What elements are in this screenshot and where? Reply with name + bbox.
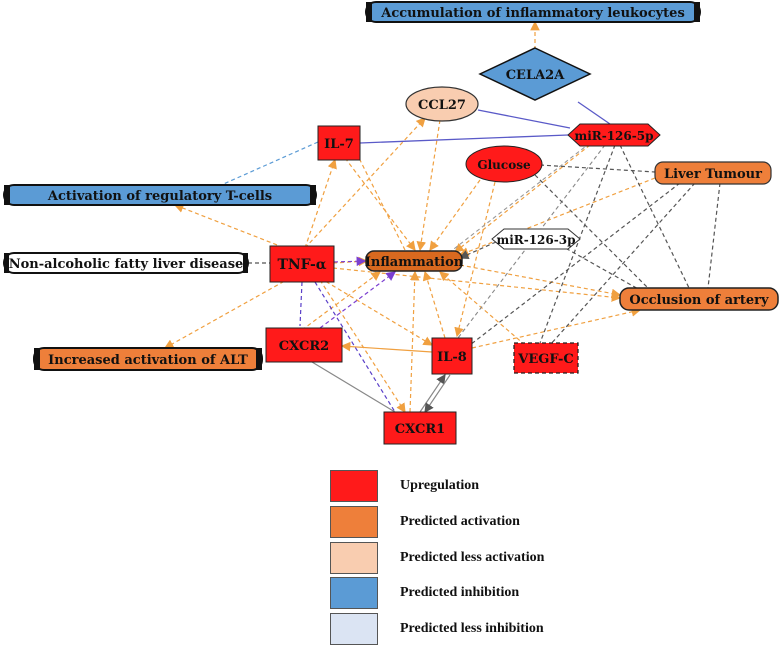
- node-label: Non-alcoholic fatty liver disease: [9, 257, 244, 272]
- edge-inflammation-occlusion: [459, 264, 622, 299]
- node-label: miR-126-5p: [575, 129, 654, 143]
- legend-label: Upregulation: [400, 478, 480, 493]
- node-label: Activation of regulatory T-cells: [47, 189, 272, 204]
- legend-swatch: [330, 613, 378, 645]
- node-inflammation[interactable]: Inflammation: [365, 250, 464, 272]
- edge-glucose-il8: [454, 181, 496, 338]
- node-vegf-c[interactable]: VEGF-C: [513, 342, 579, 374]
- node-label: CXCR2: [279, 339, 329, 354]
- edge-tnf-il7: [304, 158, 337, 249]
- node-label: Occlusion of artery: [629, 293, 769, 308]
- node-il7[interactable]: IL-7: [317, 125, 361, 161]
- edge-ccl27-inflammation: [416, 119, 441, 252]
- node-il8[interactable]: IL-8: [431, 337, 473, 375]
- node-label: IL-8: [437, 350, 467, 365]
- legend-label: Predicted less activation: [400, 550, 545, 565]
- edge-glucose-occlusion: [534, 174, 651, 291]
- edge-vegfc-inflammation: [439, 271, 526, 346]
- node-cela2a[interactable]: CELA2A: [478, 47, 592, 101]
- legend-label: Predicted inhibition: [400, 585, 520, 600]
- node-label: CCL27: [418, 98, 466, 113]
- edge-tnf-cxcr1: [319, 279, 406, 414]
- edge-mir3p-occlusion: [559, 244, 641, 291]
- edge-il8-inflammation: [422, 270, 446, 339]
- node-ccl27[interactable]: CCL27: [405, 86, 479, 122]
- edge-mir5p-inflammation-gray: [449, 142, 591, 253]
- legend-item-predicted-inhibition: Predicted inhibition: [330, 577, 590, 611]
- node-cxcr1[interactable]: CXCR1: [383, 411, 457, 445]
- node-label: Glucose: [477, 158, 531, 172]
- node-mir126-5p[interactable]: miR-126-5p: [567, 123, 661, 147]
- edge-tnf-occlusion: [332, 267, 622, 302]
- edge-liver-vegfc: [549, 182, 696, 346]
- node-liver-tumour[interactable]: Liver Tumour: [654, 161, 772, 185]
- node-occlusion-artery[interactable]: Occlusion of artery: [619, 287, 779, 311]
- edge-cela2a-mir5p: [577, 101, 611, 125]
- edge-cxcr2-cxcr1: [311, 361, 396, 413]
- node-cxcr2[interactable]: CXCR2: [265, 327, 343, 363]
- node-label: CXCR1: [395, 422, 445, 437]
- node-label: miR-126-3p: [497, 233, 576, 247]
- legend-item-predicted-less-activation: Predicted less activation: [330, 542, 590, 576]
- node-increased-alt[interactable]: Increased activation of ALT: [33, 347, 263, 371]
- node-activation-treg[interactable]: Activation of regulatory T-cells: [3, 184, 317, 206]
- edge-cxcr2-inflammation-purple: [319, 271, 396, 329]
- legend-label: Predicted less inhibition: [400, 621, 544, 636]
- edge-glucose-liver: [539, 164, 656, 173]
- edge-il8-occlusion: [471, 307, 642, 349]
- edge-il7-treg: [209, 141, 319, 191]
- edge-liver-il8: [469, 182, 681, 346]
- node-label: Accumulation of inflammatory leukocytes: [380, 6, 685, 21]
- node-label: Increased activation of ALT: [48, 353, 248, 368]
- node-label: TNF-α: [277, 257, 326, 273]
- node-glucose[interactable]: Glucose: [465, 145, 543, 183]
- edge-mir5p-occlusion: [619, 144, 691, 291]
- edge-il8-cxcr2: [340, 341, 433, 353]
- node-label: Liver Tumour: [664, 167, 762, 182]
- edge-tnf-cxcr1-purple: [314, 281, 396, 413]
- node-label: VEGF-C: [517, 352, 574, 367]
- node-mir126-3p[interactable]: miR-126-3p: [491, 228, 581, 250]
- legend-item-predicted-less-inhibition: Predicted less inhibition: [330, 613, 590, 647]
- legend-item-predicted-activation: Predicted activation: [330, 506, 590, 540]
- edge-liver-occlusion: [707, 182, 721, 289]
- legend-swatch: [330, 470, 378, 502]
- edge-ccl27-mir5p: [477, 109, 571, 129]
- edge-il7-mir5p: [359, 134, 569, 144]
- edge-glucose-inflammation: [429, 179, 481, 251]
- node-tnf-alpha[interactable]: TNF-α: [269, 245, 335, 283]
- node-label: CELA2A: [506, 68, 566, 83]
- edge-tnf-treg: [173, 203, 291, 251]
- node-nafld[interactable]: Non-alcoholic fatty liver disease: [3, 252, 249, 274]
- edge-tnf-alt: [163, 277, 291, 349]
- edge-tnf-cxcr2: [299, 281, 303, 327]
- edge-tnf-inflammation-purple: [333, 256, 367, 267]
- legend-swatch: [330, 577, 378, 609]
- edge-mir5p-inflammation: [454, 144, 591, 253]
- edge-il7-inflammation: [344, 157, 416, 251]
- edge-tnf-ccl27: [304, 117, 426, 249]
- node-label: Inflammation: [365, 255, 464, 270]
- edge-cxcr1-inflammation: [409, 270, 420, 413]
- legend-label: Predicted activation: [400, 514, 520, 529]
- edge-cxcr2-inflammation: [301, 271, 381, 331]
- edge-il8-cxcr1: [424, 374, 451, 413]
- legend-item-upregulation: Upregulation: [330, 470, 590, 504]
- edge-mir5p-vegfc: [539, 144, 616, 344]
- legend-swatch: [330, 542, 378, 574]
- edge-cxcr1-il8: [419, 374, 446, 413]
- node-accumulation-leukocytes[interactable]: Accumulation of inflammatory leukocytes: [365, 1, 701, 23]
- node-label: IL-7: [324, 137, 354, 152]
- legend-swatch: [330, 506, 378, 538]
